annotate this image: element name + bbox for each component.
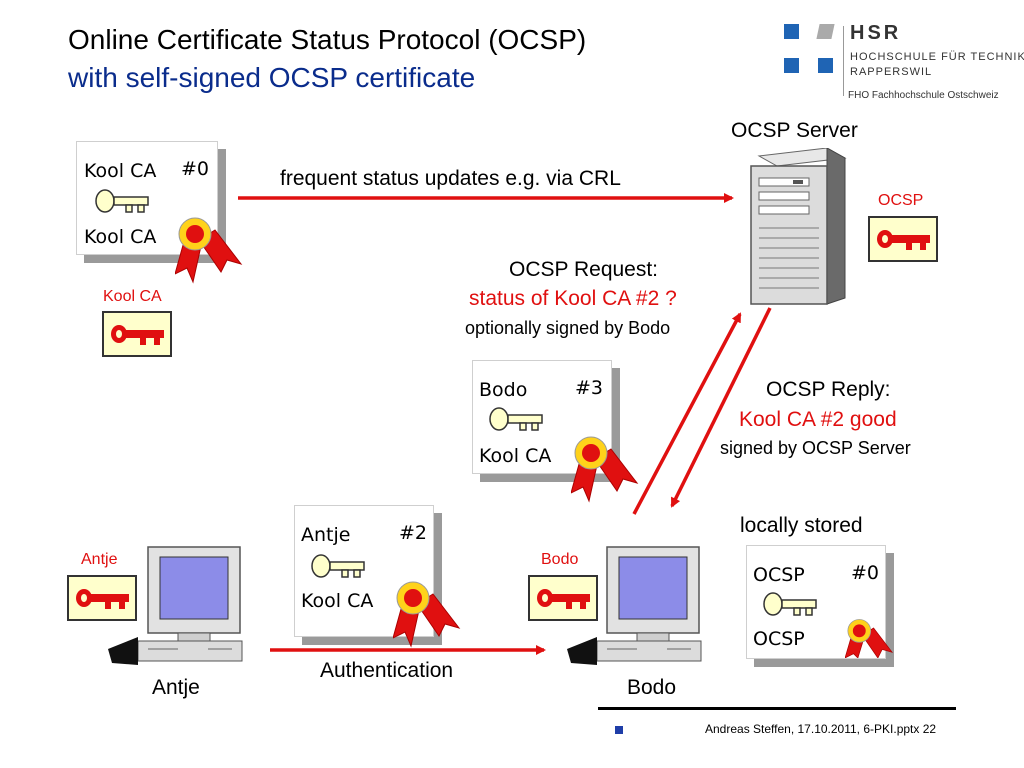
footer-text: Andreas Steffen, 17.10.2011, 6-PKI.pptx … [705, 722, 937, 736]
ocsp-server-label: OCSP Server [731, 119, 858, 142]
bodo-key-label: Bodo [541, 551, 579, 568]
cert-issuer: OCSP [753, 628, 805, 650]
cert-subject: Kool CA [84, 160, 157, 182]
request-arrow [632, 312, 742, 515]
ocsp-certificate: OCSP #0 OCSP [746, 545, 894, 659]
seal-icon [393, 581, 461, 648]
request-query: status of Kool CA #2 ? [469, 287, 677, 310]
cert-issuer: Kool CA [84, 226, 157, 248]
logo-name: HSR [850, 22, 902, 44]
key-icon [489, 407, 543, 431]
ocsp-key-label: OCSP [878, 192, 924, 209]
authentication-label: Authentication [320, 659, 454, 682]
cert-subject: OCSP [753, 564, 805, 586]
slide-subtitle: with self-signed OCSP certificate [68, 62, 476, 93]
seal-icon [175, 217, 243, 284]
request-title: OCSP Request: [509, 258, 659, 281]
logo-square [784, 24, 799, 39]
computer-icon [567, 546, 702, 665]
logo-divider [843, 26, 844, 96]
bodo-certificate: Bodo #3 Kool CA [472, 360, 639, 503]
bodo-key-box [528, 575, 598, 621]
cert-issuer: Kool CA [479, 445, 552, 467]
cert-serial: #2 [399, 522, 428, 544]
kool-ca-key-label: Kool CA [103, 288, 162, 305]
logo-square [816, 24, 835, 39]
crl-label: frequent status updates e.g. via CRL [280, 167, 621, 190]
locally-stored-label: locally stored [740, 514, 863, 537]
cert-issuer: Kool CA [301, 590, 374, 612]
reply-title: OCSP Reply: [766, 378, 891, 401]
key-icon [111, 325, 164, 345]
logo-square [784, 58, 799, 73]
server-icon [750, 148, 847, 305]
request-reply-arrows [632, 307, 772, 515]
antje-name: Antje [152, 676, 200, 699]
antje-key-label: Antje [81, 551, 118, 568]
reply-signature: signed by OCSP Server [720, 438, 911, 458]
key-icon [763, 592, 817, 616]
kool-ca-key-box [102, 311, 172, 357]
key-icon [311, 554, 365, 578]
reply-status: Kool CA #2 good [739, 408, 897, 431]
cert-serial: #0 [851, 562, 880, 584]
antje-key-box [67, 575, 137, 621]
authentication-arrow [270, 645, 546, 655]
logo-square [818, 58, 833, 73]
antje-certificate: Antje #2 Kool CA [294, 505, 461, 648]
bodo-name: Bodo [627, 676, 677, 699]
logo-line1: HOCHSCHULE FÜR TECHNIK [850, 51, 1024, 63]
computer-icon [108, 546, 243, 665]
kool-ca-certificate: Kool CA #0 Kool CA [76, 141, 243, 284]
footer-divider [598, 707, 956, 710]
key-icon [76, 589, 129, 609]
reply-arrow [670, 307, 772, 508]
ocsp-key-box [868, 216, 938, 262]
cert-subject: Bodo [479, 379, 528, 401]
request-signature: optionally signed by Bodo [465, 318, 671, 338]
crl-arrow [238, 193, 734, 203]
cert-serial: #3 [575, 377, 604, 399]
cert-subject: Antje [301, 524, 351, 546]
key-icon [537, 589, 590, 609]
logo-line2: RAPPERSWIL [850, 66, 933, 78]
hsr-logo: HSR HOCHSCHULE FÜR TECHNIK RAPPERSWIL FH… [784, 22, 1024, 108]
footer-bullet [615, 726, 623, 734]
key-icon [95, 189, 149, 213]
key-icon [877, 230, 930, 250]
seal-icon [845, 619, 894, 658]
cert-serial: #0 [181, 158, 210, 180]
slide-title: Online Certificate Status Protocol (OCSP… [68, 24, 587, 55]
seal-icon [571, 436, 639, 503]
logo-line3: FHO Fachhochschule Ostschweiz [848, 90, 999, 101]
